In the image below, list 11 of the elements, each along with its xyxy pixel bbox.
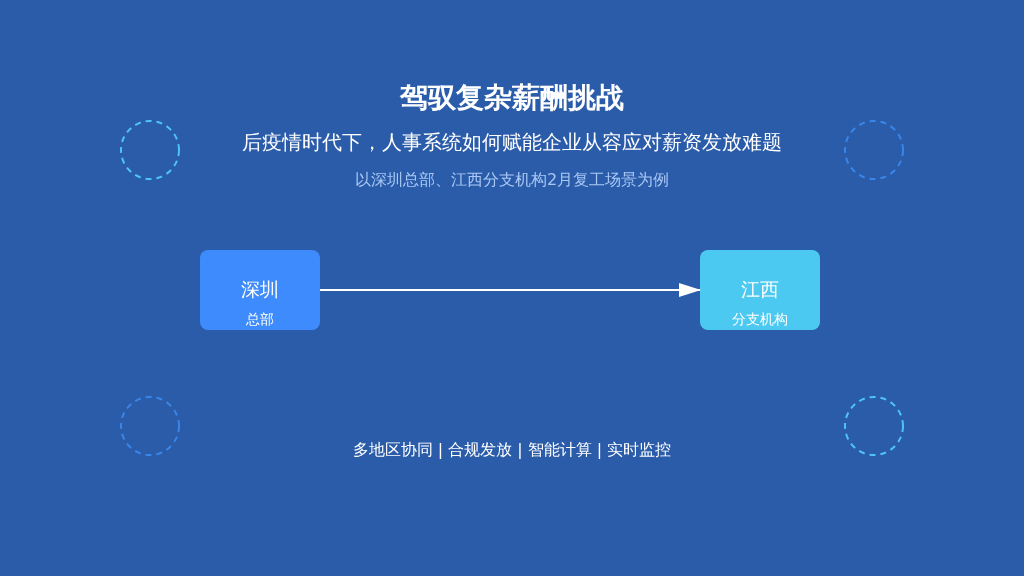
feature-list: 多地区协同 | 合规发放 | 智能计算 | 实时监控 — [352, 440, 672, 460]
location-name: 深圳 — [240, 278, 280, 300]
location-box — [200, 250, 320, 330]
location-role: 分支机构 — [731, 311, 789, 328]
arrow — [319, 283, 701, 297]
location-box — [700, 250, 820, 330]
location-name: 江西 — [740, 278, 780, 300]
title: 驾驭复杂薪酬挑战 — [400, 82, 624, 114]
subtitle: 后疫情时代下，人事系统如何赋能企业从容应对薪资发放难题 — [242, 130, 782, 154]
subtitle-note: 以深圳总部、江西分支机构2月复工场景为例 — [354, 170, 670, 190]
location-role: 总部 — [245, 311, 275, 328]
